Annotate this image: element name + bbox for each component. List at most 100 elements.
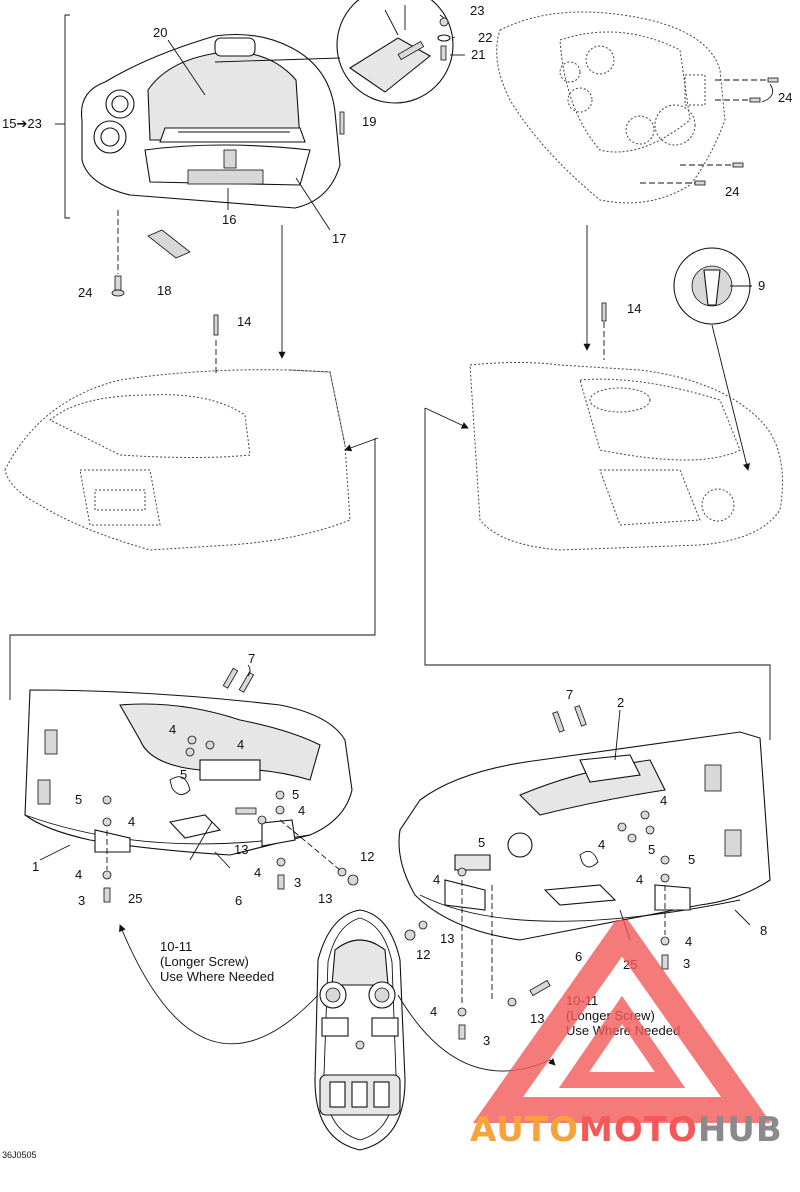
callout-4: 4 bbox=[430, 1004, 438, 1019]
screw-24-icon bbox=[767, 77, 779, 83]
watermark-text-hub: HUB bbox=[697, 1110, 783, 1150]
callout-19: 19 bbox=[362, 114, 377, 129]
callout-21: 21 bbox=[471, 47, 486, 62]
callout-13: 13 bbox=[440, 931, 455, 946]
screw-24-icon bbox=[749, 97, 761, 103]
callout-4: 4 bbox=[298, 803, 306, 818]
callout-range: 15➔23 bbox=[2, 116, 42, 131]
washer-4-icon bbox=[205, 740, 215, 750]
callout-12: 12 bbox=[416, 947, 431, 962]
callout-7: 7 bbox=[248, 651, 256, 666]
callout-5: 5 bbox=[478, 835, 486, 850]
callout-3: 3 bbox=[78, 893, 86, 908]
callout-9: 9 bbox=[758, 278, 766, 293]
nut-5-icon bbox=[645, 825, 655, 835]
note-left-line3: Use Where Needed bbox=[160, 969, 275, 984]
callout-4: 4 bbox=[128, 814, 136, 829]
washer-icon bbox=[418, 920, 428, 930]
callout-23: 23 bbox=[470, 3, 485, 18]
screw-14-icon bbox=[601, 302, 607, 322]
callout-24: 24 bbox=[78, 285, 93, 300]
washer-icon bbox=[507, 997, 517, 1007]
washer-4-icon bbox=[275, 805, 285, 815]
callout-13: 13 bbox=[234, 842, 249, 857]
washer-4-icon bbox=[617, 822, 627, 832]
callout-5: 5 bbox=[648, 842, 656, 857]
callout-3: 3 bbox=[294, 875, 302, 890]
callout-5: 5 bbox=[180, 767, 188, 782]
callout-25: 25 bbox=[128, 891, 143, 906]
callout-16: 16 bbox=[222, 212, 237, 227]
callout-4: 4 bbox=[433, 872, 441, 887]
watermark-text-auto: AUTO bbox=[470, 1110, 579, 1150]
callout-4: 4 bbox=[75, 867, 83, 882]
hull-right-dotted bbox=[469, 362, 783, 551]
callout-5: 5 bbox=[75, 792, 83, 807]
nut-12-icon bbox=[347, 874, 359, 886]
screw-7-icon bbox=[238, 671, 255, 693]
tie-25-icon bbox=[169, 776, 191, 795]
callout-13: 13 bbox=[530, 1011, 545, 1026]
washer-4-icon bbox=[660, 873, 670, 883]
callout-4: 4 bbox=[237, 737, 245, 752]
callout-18: 18 bbox=[157, 283, 172, 298]
callout-5: 5 bbox=[688, 852, 696, 867]
nut-12-icon bbox=[404, 929, 416, 941]
bolt-3-icon bbox=[277, 874, 285, 890]
screw-24-icon bbox=[694, 180, 706, 186]
screw-14-icon bbox=[213, 314, 219, 336]
callout-22: 22 bbox=[478, 30, 493, 45]
screw-13-icon bbox=[235, 807, 257, 815]
tie-25-icon bbox=[579, 850, 599, 868]
callout-4: 4 bbox=[660, 793, 668, 808]
callout-17: 17 bbox=[332, 231, 347, 246]
nut-5-icon bbox=[102, 795, 112, 805]
callout-6: 6 bbox=[235, 893, 243, 908]
detail-circle-latch bbox=[214, 0, 454, 104]
nut-5-icon bbox=[275, 790, 285, 800]
screw-7-icon bbox=[574, 705, 587, 727]
callout-7: 7 bbox=[566, 687, 574, 702]
washer-4-icon bbox=[102, 870, 112, 880]
callout-14: 14 bbox=[237, 314, 252, 329]
note-left-line2: (Longer Screw) bbox=[160, 954, 249, 969]
callout-4: 4 bbox=[169, 722, 177, 737]
callout-12: 12 bbox=[360, 849, 375, 864]
screw-24-icon bbox=[111, 275, 125, 297]
note-right-line3: Use Where Needed bbox=[566, 1023, 681, 1038]
note-left-line1: 10-11 bbox=[160, 939, 193, 954]
screw-19-icon bbox=[339, 111, 345, 135]
callout-8: 8 bbox=[760, 923, 768, 938]
callout-3: 3 bbox=[483, 1033, 491, 1048]
nut-5-icon bbox=[627, 833, 637, 843]
watermark-text-moto: MOTO bbox=[578, 1110, 698, 1150]
washer-4-icon bbox=[276, 857, 286, 867]
callout-3: 3 bbox=[683, 956, 691, 971]
washer-icon bbox=[337, 867, 347, 877]
washer-4-icon bbox=[187, 735, 197, 745]
callout-4: 4 bbox=[254, 865, 262, 880]
callout-1: 1 bbox=[32, 859, 40, 874]
console-top-right bbox=[496, 11, 726, 204]
callout-5: 5 bbox=[292, 787, 300, 802]
watermark-triangle-icon bbox=[472, 911, 772, 1123]
washer-icon bbox=[257, 815, 267, 825]
callout-13: 13 bbox=[318, 891, 333, 906]
callout-2: 2 bbox=[617, 695, 625, 710]
boat-top-view bbox=[314, 909, 406, 1151]
screw-24-icon bbox=[732, 162, 744, 168]
washer-4-icon bbox=[660, 936, 670, 946]
callout-24: 24 bbox=[778, 90, 793, 105]
nut-5-icon bbox=[660, 855, 670, 865]
callout-4: 4 bbox=[636, 872, 644, 887]
nut-5-icon bbox=[185, 747, 195, 757]
screw-7-icon bbox=[552, 711, 565, 733]
callout-24: 24 bbox=[725, 184, 740, 199]
storage-bin-left bbox=[24, 689, 353, 856]
washer-4-icon bbox=[640, 810, 650, 820]
seal-strip-18-icon bbox=[147, 229, 191, 259]
figure-code: 36J0505 bbox=[2, 1150, 37, 1160]
watermark-logo: AUTOMOTOHUB bbox=[470, 911, 800, 1150]
callout-4: 4 bbox=[598, 837, 606, 852]
callout-6: 6 bbox=[575, 949, 583, 964]
